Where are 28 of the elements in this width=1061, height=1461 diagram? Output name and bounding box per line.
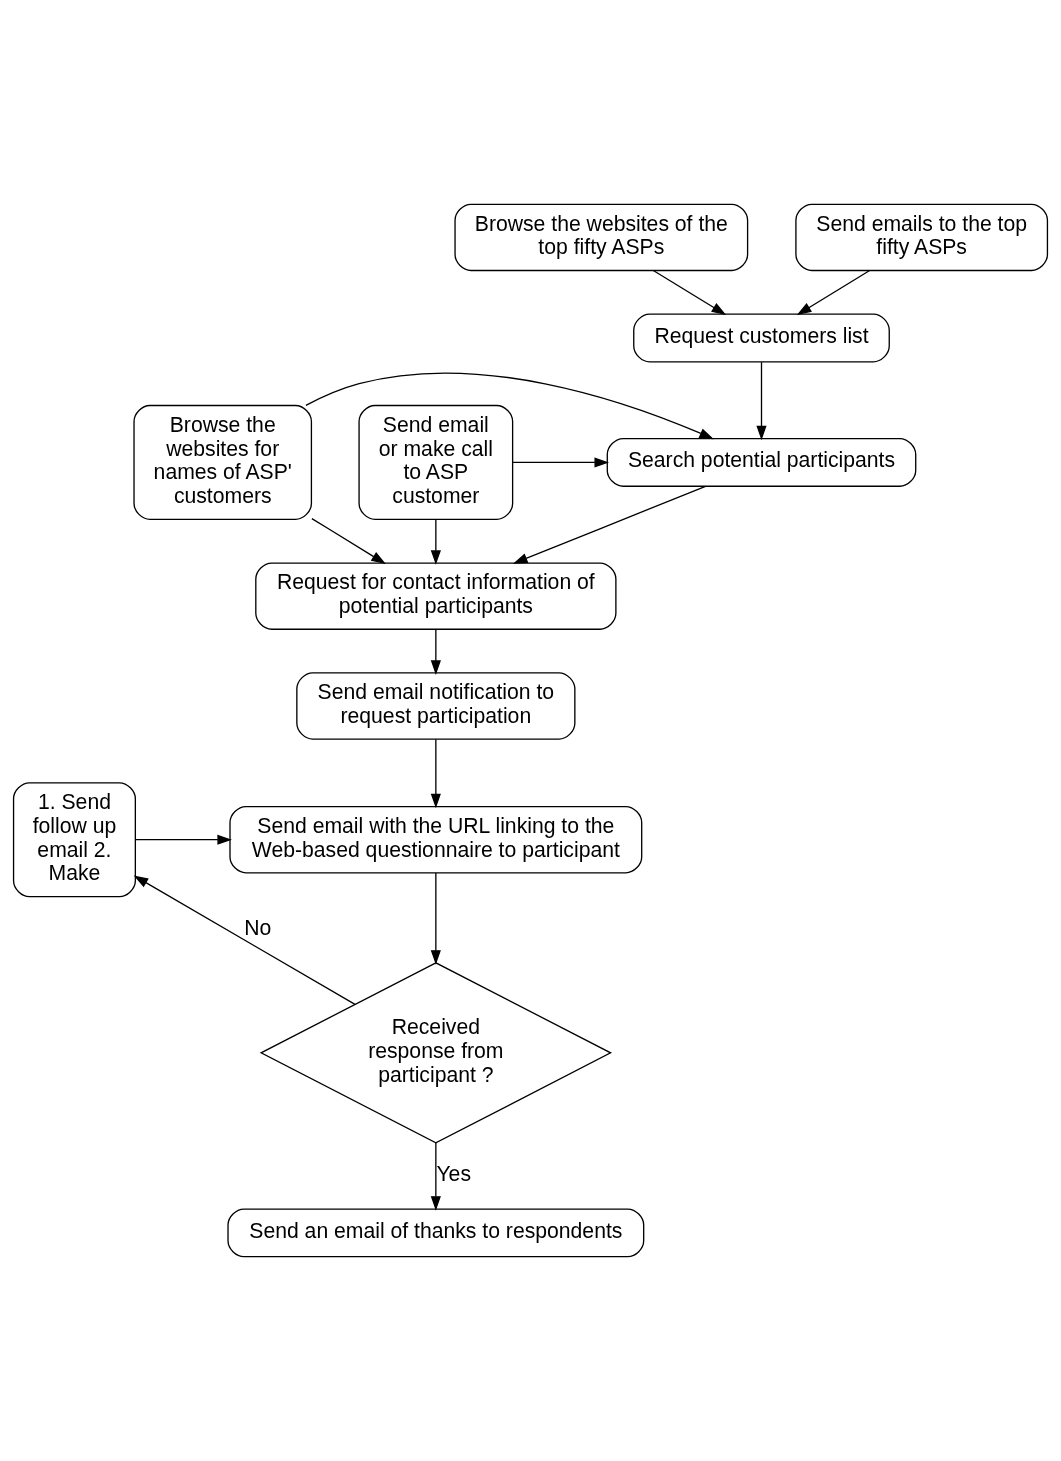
- node-box: Request for contact information of potential participants: [255, 562, 617, 630]
- node-box: Send email with the URL linking to the Web-based questionnaire to participant: [229, 805, 643, 874]
- arrow: [133, 875, 356, 1006]
- node-box: Send email notification to request participation: [296, 672, 576, 740]
- node-box: Send an email of thanks to respondents: [227, 1208, 645, 1258]
- node-box: Send email or make call to ASP customer: [358, 404, 514, 520]
- arrow: [305, 372, 714, 440]
- arrow: [512, 457, 610, 468]
- arrow: [430, 1142, 441, 1211]
- arrow: [430, 519, 441, 565]
- arrow: [430, 628, 441, 675]
- node-box: Send emails to the top fifty ASPs: [795, 203, 1049, 272]
- edge-label: No: [244, 915, 272, 939]
- arrow: [513, 485, 707, 564]
- edge-label: Yes: [436, 1161, 471, 1185]
- node-box: Browse the websites for names of ASP' customers: [133, 404, 313, 520]
- arrow: [134, 834, 232, 845]
- arrow: [756, 361, 767, 441]
- arrow: [430, 872, 441, 965]
- arrow: [430, 738, 441, 809]
- node-box: Search potential participants: [606, 437, 917, 487]
- node-box: 1. Send follow up email 2. Make: [12, 782, 136, 898]
- node-box: Request customers list: [633, 313, 890, 363]
- arrow: [796, 269, 871, 316]
- arrow: [311, 517, 386, 565]
- node-box: Browse the websites of the top fifty ASPs: [454, 203, 749, 272]
- arrow: [652, 269, 727, 316]
- node-diamond: Received response from participant ?: [259, 962, 613, 1144]
